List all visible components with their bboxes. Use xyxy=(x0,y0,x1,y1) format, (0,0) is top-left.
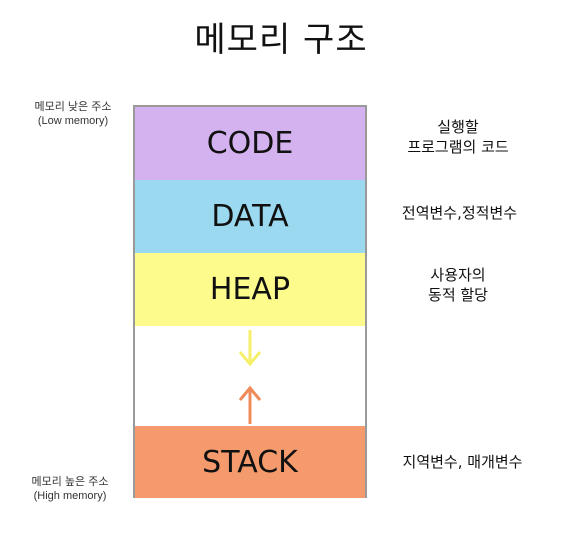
stack-description: 지역변수, 매개변수 xyxy=(375,452,550,472)
data-description-text: 전역변수,정적변수 xyxy=(401,204,518,222)
stack-segment-label: STACK xyxy=(202,444,298,480)
heap-segment-label: HEAP xyxy=(209,272,291,307)
data-description: 전역변수,정적변수 xyxy=(372,203,547,223)
memory-layout-box: CODE DATA HEAP STACK xyxy=(133,105,367,498)
heap-growth-arrow-icon xyxy=(238,330,262,367)
heap-segment: HEAP xyxy=(135,253,365,326)
stack-growth-arrow-icon xyxy=(238,385,262,424)
code-description-line1: 실행할 xyxy=(437,118,479,136)
low-memory-label: 메모리 낮은 주소 (Low memory) xyxy=(18,100,128,128)
low-memory-label-line1: 메모리 낮은 주소 xyxy=(34,101,112,113)
high-memory-label-line1: 메모리 높은 주소 xyxy=(31,476,109,488)
diagram-title: 메모리 구조 xyxy=(194,20,368,60)
data-segment: DATA xyxy=(135,180,365,253)
stack-description-text: 지역변수, 매개변수 xyxy=(402,453,523,471)
stack-segment: STACK xyxy=(135,426,365,498)
code-description-line2: 프로그램의 코드 xyxy=(407,138,509,156)
heap-description-line1: 사용자의 xyxy=(430,266,486,284)
heap-description-line2: 동적 할당 xyxy=(428,286,488,304)
low-memory-label-line2: (Low memory) xyxy=(37,115,109,127)
code-segment: CODE xyxy=(135,107,365,180)
data-segment-label: DATA xyxy=(211,199,289,234)
high-memory-label-line2: (High memory) xyxy=(33,490,107,502)
code-description: 실행할 프로그램의 코드 xyxy=(378,117,538,157)
growth-arrows xyxy=(238,330,262,424)
high-memory-label: 메모리 높은 주소 (High memory) xyxy=(15,475,125,503)
code-segment-label: CODE xyxy=(206,126,294,161)
heap-description: 사용자의 동적 할당 xyxy=(378,265,538,305)
